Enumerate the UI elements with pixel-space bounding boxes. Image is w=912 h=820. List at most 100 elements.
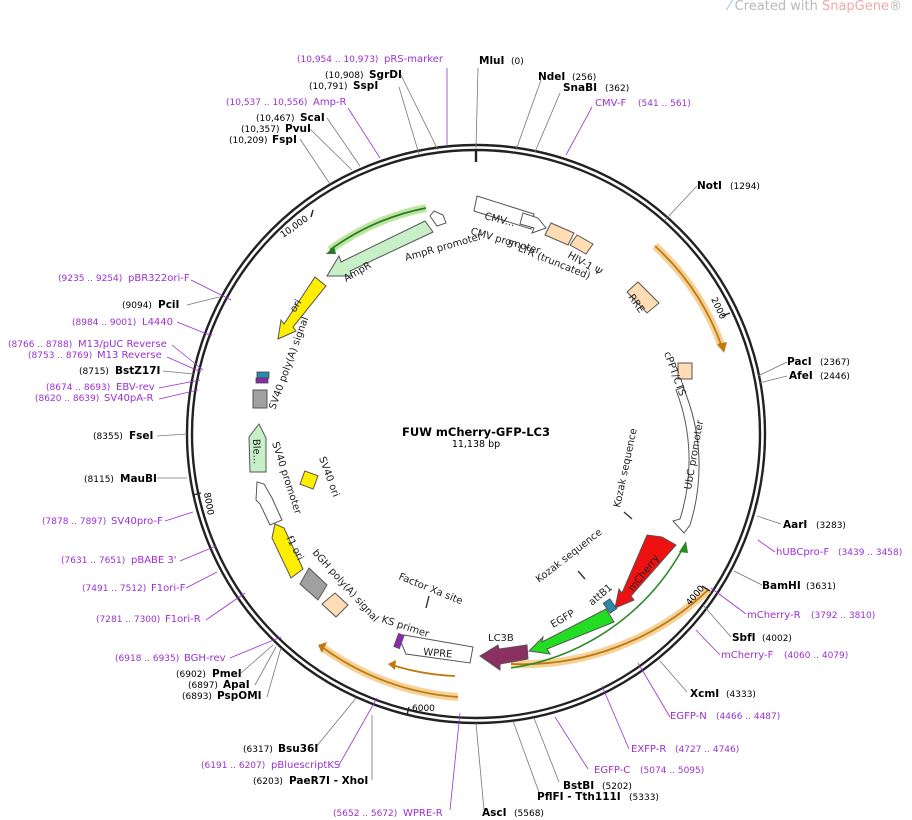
primer-CMV-F[interactable]: CMV-F(541 .. 561): [595, 98, 691, 109]
enzyme-position: (10,467): [256, 114, 295, 124]
enzyme-position: (1294): [730, 182, 760, 192]
enzyme-NotI[interactable]: NotI (1294): [697, 180, 760, 192]
enzyme-SbfI[interactable]: SbfI(4002): [732, 632, 792, 644]
enzyme-BstZ17I[interactable]: (8715)BstZ17I: [79, 365, 160, 377]
primer-name: pBR322ori-F: [128, 273, 190, 284]
primer-M13-Reverse[interactable]: (8753 .. 8769)M13 Reverse: [28, 350, 162, 361]
enzyme-ScaI[interactable]: (10,467)ScaI: [256, 112, 325, 124]
enzyme-position: (2367): [820, 358, 850, 368]
enzyme-SnaBI[interactable]: SnaBI(362): [563, 82, 629, 94]
orf-arc-3-head: [318, 642, 327, 653]
feature-label-ubc-promoter: UbC promoter: [683, 419, 706, 491]
feature-label-egfp: EGFP: [549, 608, 577, 630]
enzyme-name: AarI: [783, 519, 807, 531]
primer-position: (7491 .. 7512): [82, 584, 146, 594]
feature-label-sv40-promoter: SV40 promoter: [269, 441, 303, 517]
enzyme-SspI[interactable]: (10,791)SspI: [309, 80, 378, 92]
enzyme-name: MauBI: [120, 473, 157, 485]
primer-EBV-rev[interactable]: (8674 .. 8693) EBV-rev: [46, 382, 155, 393]
enzyme-FspI[interactable]: (10,209) FspI: [229, 134, 297, 146]
enzyme-name: NotI: [697, 180, 722, 192]
primer-name: M13/pUC Reverse: [78, 339, 167, 350]
enzyme-PvuI[interactable]: (10,357)PvuI: [241, 123, 311, 135]
enzyme-position: (362): [605, 84, 629, 94]
primer-pBluescriptKS[interactable]: (6191 .. 6207)pBluescriptKS: [201, 760, 340, 771]
enzyme-ApaI[interactable]: (6897)ApaI: [188, 679, 250, 691]
enzyme-PflFI-Tth111I[interactable]: PflFI - Tth111I(5333): [537, 791, 659, 803]
primer-L4440[interactable]: (8984 .. 9001)L4440: [72, 317, 173, 328]
enzyme-PmeI[interactable]: (6902)PmeI: [176, 668, 242, 680]
primer-name: F1ori-F: [151, 583, 186, 594]
enzyme-AfeI[interactable]: AfeI(2446): [789, 370, 850, 382]
primer-name: SV40pA-R: [104, 393, 153, 404]
primer-name: F1ori-R: [165, 614, 201, 625]
primer-position: (5074 .. 5095): [640, 766, 704, 776]
enzyme-PaeR7I-XhoI[interactable]: (6203)PaeR7I - XhoI: [253, 775, 368, 787]
primer-SV40pro-F[interactable]: (7878 .. 7897) SV40pro-F: [42, 516, 163, 527]
cmv-enhancer-shape: [473, 195, 535, 230]
primer-F1ori-R[interactable]: (7281 .. 7300)F1ori-R: [96, 614, 201, 625]
cmv-promoter-shape: [519, 212, 547, 234]
enzyme-XcmI[interactable]: XcmI(4333): [690, 688, 756, 700]
primer-hUBCpro-F[interactable]: hUBCpro-F(3439 .. 3458): [776, 547, 902, 558]
enzyme-MluI[interactable]: MluI(0): [479, 55, 524, 67]
enzyme-AscI[interactable]: AscI(5568): [482, 807, 544, 819]
enzyme-PspOMI[interactable]: (6893)PspOMI: [182, 690, 262, 702]
primer-mCherry-F[interactable]: mCherry-F (4060 .. 4079): [721, 650, 848, 661]
enzyme-position: (3631): [806, 582, 836, 592]
orf-arc-1-line: [654, 245, 723, 348]
primer-SV40pA-R[interactable]: (8620 .. 8639)SV40pA-R: [35, 393, 153, 404]
watermark-mark: ®: [889, 0, 902, 14]
primer-M13-pUC-Reverse[interactable]: (8766 .. 8788)M13/pUC Reverse: [8, 339, 167, 350]
feature-label-ampr-promoter: AmpR promoter: [404, 231, 484, 264]
plasmid-length: 11,138 bp: [452, 439, 500, 450]
primer-position: (8674 .. 8693): [46, 383, 110, 393]
primer-EXFP-R[interactable]: EXFP-R(4727 .. 4746): [631, 744, 739, 755]
enzyme-MauBI[interactable]: (8115)MauBI: [84, 473, 157, 485]
primer-EGFP-N[interactable]: EGFP-N(4466 .. 4487): [670, 711, 780, 722]
primer-pBABE-3[interactable]: (7631 .. 7651)pBABE 3': [61, 555, 177, 566]
enzyme-position: (6317): [243, 745, 273, 755]
tick-label-4000: 4000: [685, 584, 708, 608]
primer-F1ori-F[interactable]: (7491 .. 7512) F1ori-F: [82, 583, 186, 594]
enzyme-BamHI[interactable]: BamHI(3631): [762, 580, 836, 592]
feature-label-ble: Ble...: [250, 439, 262, 465]
enzyme-BstBI[interactable]: BstBI(5202): [563, 780, 632, 792]
enzyme-PciI[interactable]: (9094)PciI: [122, 299, 179, 311]
enzyme-Bsu36I[interactable]: (6317)Bsu36I: [243, 743, 318, 755]
primer-mCherry-R[interactable]: mCherry-R(3792 .. 3810): [747, 610, 875, 621]
enzyme-name: NdeI: [538, 71, 565, 83]
orf-arc-2-green: [510, 547, 684, 669]
enzyme-name: BstBI: [563, 780, 594, 792]
primer-name: mCherry-F: [721, 650, 774, 661]
enzyme-name: MluI: [479, 55, 504, 67]
enzyme-position: (5568): [514, 809, 544, 819]
enzyme-AarI[interactable]: AarI(3283): [783, 519, 846, 531]
egfp-shape: [527, 608, 615, 655]
primer-name: EBV-rev: [116, 382, 155, 393]
primer-Amp-R[interactable]: (10,537 .. 10,556)Amp-R: [226, 97, 347, 108]
primer-pRS-marker[interactable]: (10,954 .. 10,973)pRS-marker: [297, 54, 444, 65]
primer-name: SV40pro-F: [111, 516, 163, 527]
enzyme-SgrDI[interactable]: (10,908)SgrDI: [325, 69, 402, 81]
primer-position: (4060 .. 4079): [784, 651, 848, 661]
enzyme-name: FseI: [129, 430, 153, 442]
enzyme-position: (9094): [122, 301, 152, 311]
enzyme-position: (8715): [79, 367, 109, 377]
feature-label-attb1: attB1: [587, 582, 615, 608]
primer-WPRE-R[interactable]: (5652 .. 5672)WPRE-R: [333, 808, 443, 819]
enzyme-name: FspI: [272, 134, 297, 146]
orf-arc-4-head: [388, 660, 396, 670]
feature-label-wpre: WPRE: [423, 647, 453, 661]
enzyme-NdeI[interactable]: NdeI(256): [538, 71, 596, 83]
primer-pBR322ori-F[interactable]: (9235 .. 9254)pBR322ori-F: [58, 273, 190, 284]
primer-position: (10,954 .. 10,973): [297, 55, 378, 65]
enzyme-position: (10,209): [229, 136, 268, 146]
enzyme-PacI[interactable]: PacI(2367): [787, 356, 850, 368]
ring-tick-2000: [721, 312, 731, 317]
primer-EGFP-C[interactable]: EGFP-C(5074 .. 5095): [594, 765, 704, 776]
primer-BGH-rev[interactable]: (6918 .. 6935)BGH-rev: [115, 653, 226, 664]
primer-position: (7631 .. 7651): [61, 556, 125, 566]
primer-position: (7878 .. 7897): [42, 517, 106, 527]
enzyme-FseI[interactable]: (8355)FseI: [93, 430, 153, 442]
